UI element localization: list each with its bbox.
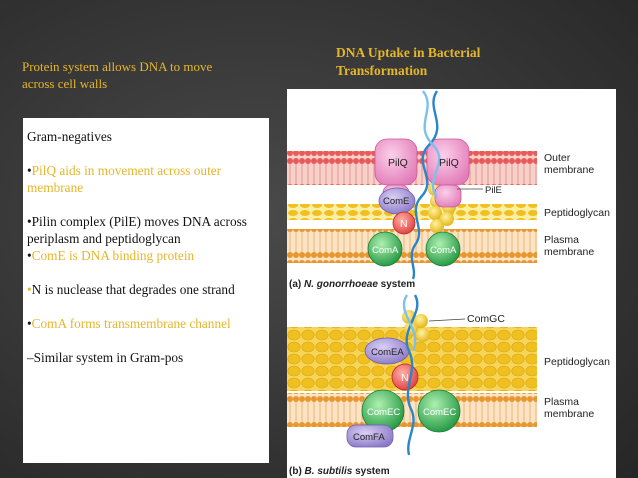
label-n-a: N [400, 218, 408, 230]
text-panel: Gram-negatives •PilQ aids in movement ac… [23, 118, 269, 463]
bullet-marker: • [27, 282, 32, 297]
bullet-marker: • [27, 316, 32, 331]
bullet-text: Pilin complex (PilE) moves DNA across pe… [27, 214, 247, 246]
bullet-coma: •ComA forms transmembrane channel [27, 315, 261, 332]
dna-strand-a [410, 90, 441, 280]
label-outer-2: membrane [544, 164, 594, 176]
bullet-text: PilQ aids in movement across outer membr… [27, 163, 222, 195]
slide-title: DNA Uptake in Bacterial Transformation [336, 44, 576, 80]
nuclease-n-a [392, 211, 416, 235]
text-heading: Gram-negatives [27, 129, 112, 144]
slide-title-line2: Transformation [336, 63, 428, 78]
bullet-text: N is nuclease that degrades one strand [31, 282, 235, 297]
label-plasma-b-2: membrane [544, 408, 594, 420]
slide-title-line1: DNA Uptake in Bacterial [336, 45, 481, 60]
label-peptidoglycan-a: Peptidoglycan [544, 207, 610, 219]
bullet-marker: • [27, 248, 32, 263]
label-coma-right: ComA [430, 245, 457, 256]
label-outer-1: Outer [544, 152, 571, 164]
text-footer: –Similar system in Gram-pos [27, 350, 184, 365]
label-plasma-b-1: Plasma [544, 396, 579, 408]
label-comea: ComEA [371, 347, 404, 358]
bullet-pilq: •PilQ aids in movement across outer memb… [27, 162, 261, 196]
bullet-marker: • [27, 163, 32, 178]
label-pile: PilE [485, 185, 502, 196]
caption-a: (a) N. gonorrhoeae system [289, 279, 415, 290]
label-pilq-right: PilQ [439, 157, 459, 169]
leader-comgc [428, 318, 466, 322]
coma-left [367, 231, 403, 267]
coma-right [425, 231, 461, 267]
dna-uptake-figure: PilQ PilQ ComE N ComA ComA PilE Outer me… [287, 90, 610, 477]
label-plasma-a-2: membrane [544, 246, 594, 258]
comfa-protein [346, 424, 394, 448]
bullet-text: ComE is DNA binding protein [31, 248, 195, 263]
label-comgc: ComGC [467, 313, 505, 325]
come-protein [378, 187, 416, 215]
label-come: ComE [383, 196, 409, 207]
label-comec-left: ComEC [367, 407, 400, 418]
caption-b: (b) B. subtilis system [289, 466, 390, 477]
label-comfa: ComFA [353, 432, 385, 443]
bullet-marker: • [27, 214, 32, 229]
label-plasma-a-1: Plasma [544, 234, 579, 246]
comec-right [417, 389, 461, 433]
label-comec-right: ComEC [423, 407, 456, 418]
label-coma-left: ComA [372, 245, 399, 256]
bullet-come: •ComE is DNA binding protein [27, 247, 261, 264]
dna-strand-b [402, 294, 419, 456]
slide-subtitle: Protein system allows DNA to move across… [22, 59, 213, 91]
figure-panel: PilQ PilQ ComE N ComA ComA PilE Outer me… [287, 89, 616, 478]
bullet-pilin: •Pilin complex (PilE) moves DNA across p… [27, 213, 261, 247]
peptidoglycan-layer-a [287, 204, 537, 220]
label-pilq-left: PilQ [388, 157, 408, 169]
bullet-text: ComA forms transmembrane channel [31, 316, 231, 331]
bullet-nuclease: •N is nuclease that degrades one strand [27, 281, 261, 298]
label-n-b: N [401, 372, 409, 384]
label-peptidoglycan-b: Peptidoglycan [544, 356, 610, 368]
